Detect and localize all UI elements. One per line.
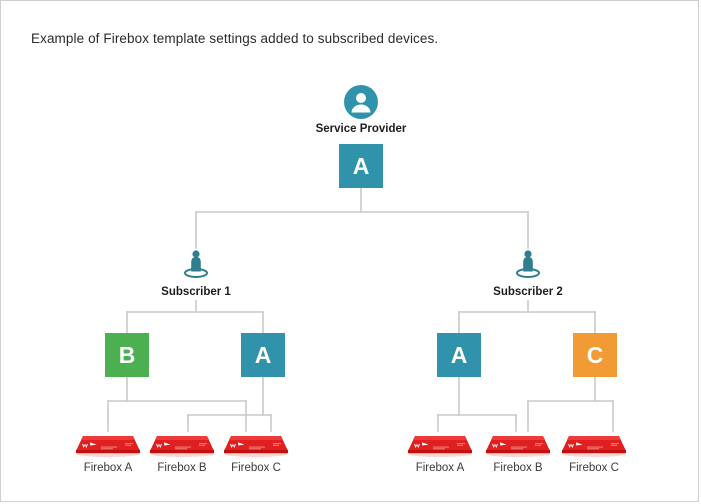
template-box-subscriber-1-a[interactable]: A	[241, 333, 285, 377]
user-circle-icon	[344, 85, 378, 119]
template-box-subscriber-2-c[interactable]: C	[573, 333, 617, 377]
firebox-icon[interactable]	[405, 431, 475, 457]
service-provider-label: Service Provider	[315, 123, 407, 135]
firebox-icon[interactable]	[221, 431, 291, 457]
diagram-caption: Example of Firebox template settings add…	[31, 31, 439, 46]
device-label-s2-firebox-c: Firebox C	[569, 462, 619, 474]
device-label-s1-firebox-c: Firebox C	[231, 462, 281, 474]
template-box-subscriber-1-b[interactable]: B	[105, 333, 149, 377]
device-label-s2-firebox-a: Firebox A	[415, 462, 465, 474]
template-box-subscriber-2-a[interactable]: A	[437, 333, 481, 377]
device-label-s1-firebox-b: Firebox B	[157, 462, 207, 474]
firebox-icon[interactable]	[147, 431, 217, 457]
template-box-service-provider[interactable]: A	[339, 144, 383, 188]
user-location-icon	[513, 248, 543, 280]
firebox-icon[interactable]	[483, 431, 553, 457]
firebox-icon[interactable]	[559, 431, 629, 457]
subscriber-1-label: Subscriber 1	[161, 286, 231, 298]
firebox-icon[interactable]	[73, 431, 143, 457]
user-location-icon	[181, 248, 211, 280]
device-label-s2-firebox-b: Firebox B	[493, 462, 543, 474]
device-label-s1-firebox-a: Firebox A	[83, 462, 133, 474]
subscriber-2-label: Subscriber 2	[493, 286, 563, 298]
